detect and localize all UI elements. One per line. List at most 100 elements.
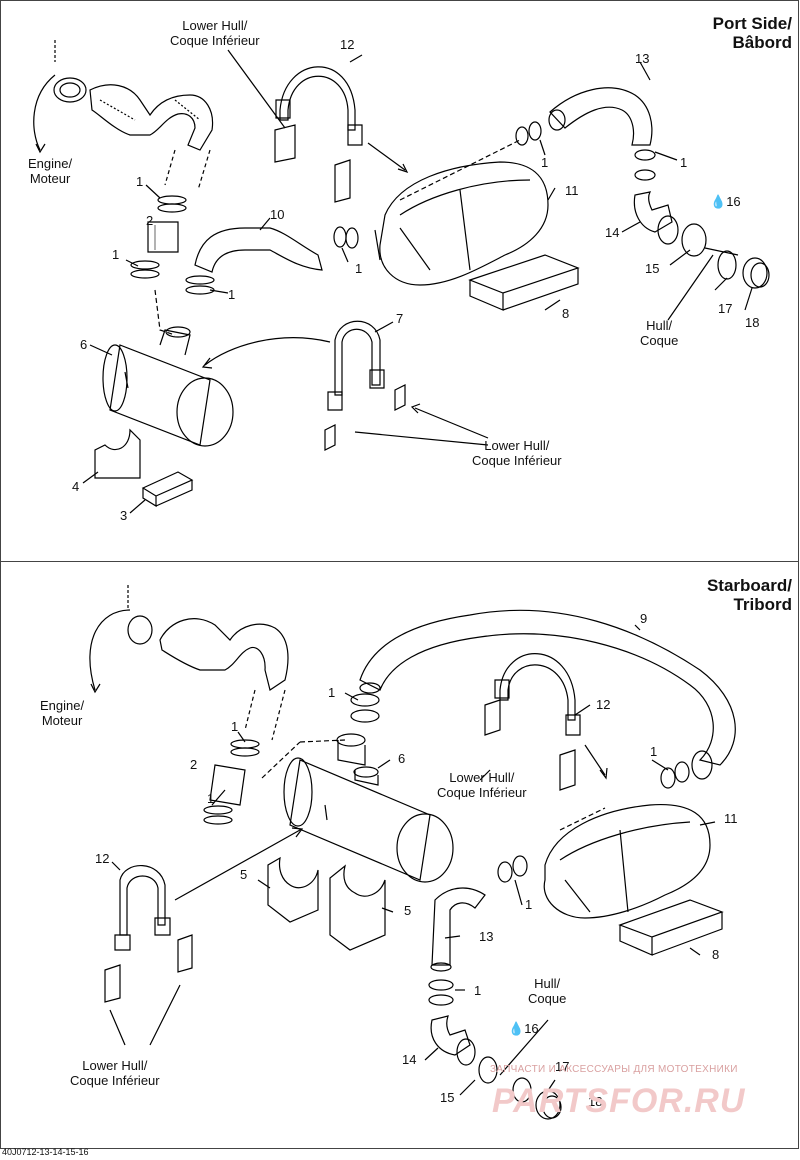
engine-manifold-top — [53, 40, 214, 191]
lower-hull-label-top-a: Lower Hull/ Coque Inférieur — [170, 18, 260, 48]
hull-label-top: Hull/ Coque — [640, 318, 678, 348]
callout-12: 12 — [596, 697, 611, 712]
callout-8: 8 — [712, 947, 720, 962]
callout-11: 11 — [565, 183, 579, 198]
starboard-panel — [0, 561, 799, 1149]
hull-label-line1: Hull/ — [646, 318, 673, 333]
engine-arrow-2 — [89, 609, 131, 691]
callout-16-number: 16 — [524, 1021, 539, 1036]
lower-hull-label-line2: Coque Inférieur — [437, 785, 527, 800]
hose-10 — [194, 227, 323, 273]
callout-2: 2 — [146, 213, 154, 228]
callout-18: 18 — [745, 315, 760, 330]
starboard-heading-line1: Starboard/ — [706, 576, 792, 595]
engine-label-line1: Engine/ — [28, 156, 73, 171]
callout-1: 1 — [207, 791, 215, 806]
callout-1: 1 — [541, 155, 549, 170]
callout-6: 6 — [398, 751, 406, 766]
silencer-11-top — [374, 161, 549, 286]
watermark-logo: PARTSFOR.RU — [492, 1082, 746, 1120]
lower-hull-label-line2: Coque Inférieur — [472, 453, 562, 468]
callout-5: 5 — [404, 903, 412, 918]
callout-5: 5 — [240, 867, 248, 882]
callout-14: 14 — [605, 225, 620, 240]
hull-label-line2: Coque — [528, 991, 567, 1006]
lower-hull-label-top-b: Lower Hull/ Coque Inférieur — [472, 438, 562, 468]
port-side-heading-line2: Bâbord — [732, 33, 793, 52]
clamp-set-top-left — [130, 195, 215, 295]
engine-label-line2: Moteur — [41, 713, 83, 728]
pad-8-top — [468, 254, 580, 311]
support-5a — [267, 856, 319, 923]
support-5b — [329, 864, 386, 951]
callout-6: 6 — [80, 337, 88, 352]
callout-18: 18 — [588, 1094, 603, 1109]
callout-16-number: 16 — [726, 194, 741, 209]
engine-label-line1: Engine/ — [40, 698, 85, 713]
lower-hull-label-bottom-b: Lower Hull/ Coque Inférieur — [70, 1058, 160, 1088]
callout-13: 13 — [479, 929, 494, 944]
callout-1: 1 — [136, 174, 144, 189]
callout-4: 4 — [72, 479, 80, 494]
port-side-heading-line1: Port Side/ — [712, 14, 792, 33]
callout-1: 1 — [355, 261, 363, 276]
callout-8: 8 — [562, 306, 570, 321]
hull-label-bottom: Hull/ Coque — [528, 976, 566, 1006]
sleeve-2-bottom — [209, 764, 246, 806]
pad-8-bottom — [618, 899, 724, 956]
callout-11: 11 — [724, 811, 738, 826]
callout-15: 15 — [440, 1090, 455, 1105]
lower-hull-label-line1: Lower Hull/ — [484, 438, 550, 453]
callout-1: 1 — [525, 897, 533, 912]
callout-9: 9 — [640, 611, 648, 626]
callout-1: 1 — [680, 155, 688, 170]
lower-hull-label-line2: Coque Inférieur — [70, 1073, 160, 1088]
callout-1: 1 — [231, 719, 239, 734]
callout-16: 💧16 — [508, 1022, 539, 1036]
port-side-heading: Port Side/ Bâbord — [713, 14, 792, 52]
callout-14: 14 — [402, 1052, 417, 1067]
callout-1: 1 — [650, 744, 658, 759]
clamp-set-bottom-left — [203, 739, 260, 825]
callout-13: 13 — [635, 51, 650, 66]
callout-1: 1 — [112, 247, 120, 262]
engine-label-top: Engine/ Moteur — [28, 156, 72, 186]
engine-arrow — [33, 74, 56, 151]
strap-12-top — [279, 66, 356, 131]
elbow-13-top — [549, 87, 653, 146]
callout-10: 10 — [270, 207, 285, 222]
callout-17: 17 — [555, 1059, 570, 1074]
strap-7 — [334, 320, 381, 396]
muffler-6 — [102, 326, 234, 447]
silencer-11-bottom — [543, 803, 711, 919]
outlet-14-top — [633, 191, 673, 233]
callout-15: 15 — [645, 261, 660, 276]
engine-manifold-bottom — [127, 585, 289, 741]
pad-3 — [141, 471, 194, 508]
lower-hull-label-line1: Lower Hull/ — [82, 1058, 148, 1073]
support-4 — [94, 428, 141, 479]
callout-2: 2 — [190, 757, 198, 772]
drop-icon: 💧 — [710, 194, 727, 209]
elbow-13-bottom — [431, 887, 486, 966]
callout-17: 17 — [718, 301, 733, 316]
hull-label-line2: Coque — [640, 333, 679, 348]
callout-1: 1 — [328, 685, 336, 700]
lower-hull-label-line1: Lower Hull/ — [449, 770, 515, 785]
callout-1: 1 — [474, 983, 482, 998]
strap-12-bottom-right — [499, 653, 576, 721]
callout-16: 💧16 — [710, 195, 741, 209]
callout-12: 12 — [340, 37, 355, 52]
diagram-reference-code: 40J0712-13-14-15-16 — [2, 1147, 89, 1157]
muffler-6-bottom — [283, 733, 454, 883]
sleeve-2 — [147, 221, 179, 253]
starboard-heading: Starboard/ Tribord — [707, 576, 792, 614]
engine-label-line2: Moteur — [29, 171, 71, 186]
watermark-caption: ЗАПЧАСТИ И АКСЕССУАРЫ ДЛЯ МОТОТЕХНИКИ — [490, 1064, 738, 1075]
callout-1: 1 — [228, 287, 236, 302]
lower-hull-label-line2: Coque Inférieur — [170, 33, 260, 48]
lower-hull-label-line1: Lower Hull/ — [182, 18, 248, 33]
callout-7: 7 — [396, 311, 404, 326]
lower-hull-label-bottom-a: Lower Hull/ Coque Inférieur — [437, 770, 527, 800]
